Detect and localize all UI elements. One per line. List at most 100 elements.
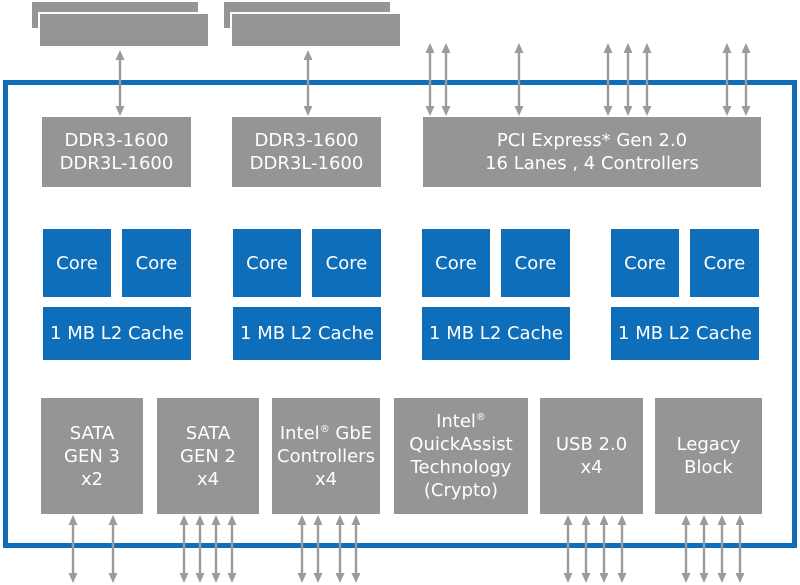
gbe-name: GbE xyxy=(329,422,373,444)
sata-gen3-block: SATA GEN 3 x2 xyxy=(41,398,143,514)
module-4-core-b: Core xyxy=(690,229,759,297)
io-arrow-8-head-down xyxy=(313,573,323,583)
pcie-lane-arrow-3-head-down xyxy=(514,106,524,116)
sata-gen2-line1: SATA xyxy=(185,422,231,444)
io-arrow-7-head-up xyxy=(297,515,307,525)
legacy-line1: Legacy xyxy=(676,434,741,455)
pcie-lane-arrow-7-head-up xyxy=(722,43,732,53)
module-1-core-a: Core xyxy=(43,229,111,297)
io-arrow-5-head-up xyxy=(211,515,221,525)
io-arrow-5-head-down xyxy=(211,573,221,583)
io-arrow-1-head-down xyxy=(68,573,78,583)
core-label: Core xyxy=(624,252,666,274)
io-arrow-14-head-up xyxy=(617,515,627,525)
core-label: Core xyxy=(135,252,178,274)
pcie-lane-arrow-5-head-down xyxy=(623,106,633,116)
io-arrow-1-head-up xyxy=(68,515,78,525)
qat-brand: Intel xyxy=(436,411,476,432)
io-arrow-18-head-down xyxy=(735,573,745,583)
pcie-lane-arrow-5-head-up xyxy=(623,43,633,53)
qat-line2: QuickAssist xyxy=(409,434,513,455)
module-1-core-b: Core xyxy=(122,229,191,297)
io-arrow-12-head-up xyxy=(581,515,591,525)
io-arrow-9-head-up xyxy=(335,515,345,525)
gbe-line3: x4 xyxy=(314,468,338,490)
l2-cache-label: 1 MB L2 Cache xyxy=(50,323,184,344)
memory-controller-1-line2: DDR3L-1600 xyxy=(59,153,174,174)
pcie-lane-arrow-7-head-down xyxy=(722,106,732,116)
memory-controller-1-line1: DDR3-1600 xyxy=(64,130,169,151)
io-arrow-4-head-up xyxy=(195,515,205,525)
qat-line1: Intel® xyxy=(436,410,486,433)
gbe-line1: Intel® GbE xyxy=(280,422,372,445)
pcie-line1: PCI Express* Gen 2.0 xyxy=(496,130,688,151)
pcie-lane-arrow-2-head-down xyxy=(441,106,451,116)
io-arrow-10-head-down xyxy=(351,573,361,583)
io-arrow-10-head-up xyxy=(351,515,361,525)
pcie-lane-arrow-8-head-up xyxy=(741,43,751,53)
pcie-controller: PCI Express* Gen 2.0 16 Lanes , 4 Contro… xyxy=(423,117,761,187)
qat-line4: (Crypto) xyxy=(423,480,499,501)
io-arrow-9-head-down xyxy=(335,573,345,583)
usb-line1: USB 2.0 xyxy=(555,434,628,455)
legacy-block: Legacy Block xyxy=(655,398,762,514)
registered-mark: ® xyxy=(319,423,330,435)
sata-gen3-line3: x2 xyxy=(80,468,104,490)
pcie-lane-arrow-4-head-down xyxy=(603,106,613,116)
io-arrow-17-head-up xyxy=(717,515,727,525)
sata-gen2-block: SATA GEN 2 x4 xyxy=(157,398,259,514)
sata-gen2-line2: GEN 2 xyxy=(180,445,236,467)
memory-controller-2: DDR3-1600 DDR3L-1600 xyxy=(232,117,381,187)
l2-cache-label: 1 MB L2 Cache xyxy=(429,323,563,344)
legacy-line2: Block xyxy=(684,457,733,478)
core-label: Core xyxy=(703,252,746,274)
qat-line3: Technology xyxy=(410,457,512,478)
sata-gen3-line1: SATA xyxy=(69,422,115,444)
io-arrow-6-head-up xyxy=(227,515,237,525)
module-4-l2-cache: 1 MB L2 Cache xyxy=(611,307,759,360)
io-arrow-8-head-up xyxy=(313,515,323,525)
module-1-l2-cache: 1 MB L2 Cache xyxy=(43,307,191,360)
gbe-line2: Controllers xyxy=(277,445,375,467)
io-arrow-2-head-up xyxy=(108,515,118,525)
memory-controller-2-line1: DDR3-1600 xyxy=(254,130,359,151)
module-2-core-a: Core xyxy=(233,229,301,297)
sata-gen3-line2: GEN 3 xyxy=(64,445,120,467)
l2-cache-label: 1 MB L2 Cache xyxy=(618,323,752,344)
usb-block: USB 2.0 x4 xyxy=(540,398,643,514)
core-label: Core xyxy=(56,252,98,274)
io-arrow-17-head-down xyxy=(717,573,727,583)
pcie-lane-arrow-6-head-down xyxy=(642,106,652,116)
pcie-lane-arrow-1-head-up xyxy=(425,43,435,53)
core-label: Core xyxy=(435,252,477,274)
io-arrow-6-head-down xyxy=(227,573,237,583)
module-2-core-b: Core xyxy=(312,229,381,297)
io-arrow-2-head-down xyxy=(108,573,118,583)
module-4-core-a: Core xyxy=(611,229,679,297)
sata-gen2-line3: x4 xyxy=(196,468,220,490)
dimm-module-1-front xyxy=(38,12,210,48)
core-label: Core xyxy=(514,252,557,274)
pcie-lane-arrow-6-head-up xyxy=(642,43,652,53)
io-arrow-15-head-down xyxy=(681,573,691,583)
io-arrow-11-head-down xyxy=(563,573,573,583)
pcie-lane-arrow-4-head-up xyxy=(603,43,613,53)
memory-arrow-2-head-down xyxy=(303,106,313,116)
module-2-l2-cache: 1 MB L2 Cache xyxy=(233,307,381,360)
io-arrow-16-head-down xyxy=(699,573,709,583)
pcie-lane-arrow-2-head-up xyxy=(441,43,451,53)
pcie-lane-arrow-1-head-down xyxy=(425,106,435,116)
gbe-brand: Intel xyxy=(279,422,320,444)
pcie-line2: 16 Lanes , 4 Controllers xyxy=(485,153,699,174)
io-arrow-11-head-up xyxy=(563,515,573,525)
core-label: Core xyxy=(246,252,288,274)
io-arrow-12-head-down xyxy=(581,573,591,583)
memory-arrow-1-head-down xyxy=(115,106,125,116)
dimm-module-2-front xyxy=(230,12,402,48)
module-3-core-a: Core xyxy=(422,229,490,297)
module-3-l2-cache: 1 MB L2 Cache xyxy=(422,307,570,360)
l2-cache-label: 1 MB L2 Cache xyxy=(240,323,374,344)
io-arrow-13-head-down xyxy=(599,573,609,583)
soc-boundary xyxy=(3,80,797,548)
